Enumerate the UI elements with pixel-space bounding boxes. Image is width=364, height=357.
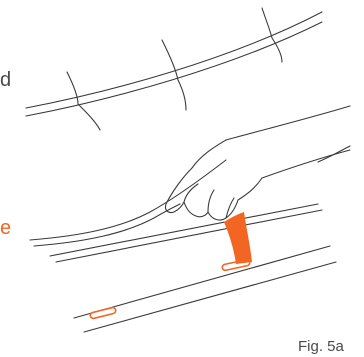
sleeve-fold [318, 146, 350, 162]
base-rail-2 [56, 210, 322, 262]
pull-strap [224, 212, 252, 264]
sleeve-lower [262, 150, 350, 178]
figure-caption: Fig. 5a [298, 339, 344, 354]
mattress-top-edge-lower [26, 22, 322, 116]
base-rail-1 [50, 204, 318, 256]
sleeve-upper [226, 106, 350, 140]
thumb [184, 184, 198, 202]
mattress-top-edge-upper [26, 12, 322, 108]
base-rail-4 [84, 262, 336, 332]
text-fragment-top: d [0, 70, 11, 90]
hand-outline [165, 140, 262, 220]
finger-line-1 [208, 190, 214, 212]
seam-2 [162, 40, 186, 110]
strap-slot-lower [90, 307, 117, 319]
mattress-side-lower [34, 204, 180, 246]
text-fragment-bottom: e [0, 218, 11, 238]
